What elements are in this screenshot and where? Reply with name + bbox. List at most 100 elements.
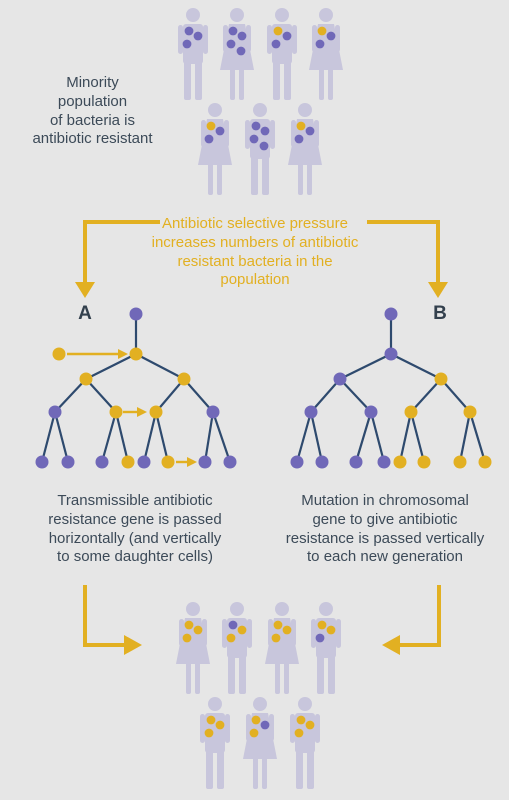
resistant-bacterium: [296, 121, 306, 131]
resistant-bacterium: [296, 715, 306, 725]
leg: [195, 62, 202, 100]
leg: [206, 751, 213, 789]
susceptible-cell: [304, 405, 318, 419]
transfer-arrow-head: [137, 407, 147, 417]
arm: [178, 25, 183, 54]
susceptible-cell: [206, 405, 220, 419]
lineage-branch: [339, 353, 392, 380]
leg: [298, 163, 303, 195]
resistant-cell: [393, 455, 407, 469]
susceptible-bacterium: [184, 26, 194, 36]
susceptible-bacterium: [228, 26, 238, 36]
arm: [179, 619, 184, 646]
arrow-to-population-right-head: [382, 635, 400, 655]
arrow-to-a-head: [75, 282, 95, 298]
leg: [230, 68, 235, 100]
tree-horizontal-transfer: [35, 307, 237, 469]
branch-a-label: A: [78, 303, 92, 324]
susceptible-bacterium: [260, 720, 270, 730]
leg: [239, 656, 246, 694]
leg: [262, 157, 269, 195]
donor-cell: [52, 347, 66, 361]
resistant-population: [176, 602, 341, 789]
lineage-branch: [135, 353, 185, 380]
leg: [217, 751, 224, 789]
susceptible-bacterium: [315, 39, 325, 49]
susceptible-bacterium: [251, 121, 261, 131]
woman-figure: [198, 103, 232, 195]
leg: [184, 62, 191, 100]
susceptible-bacterium: [193, 31, 203, 41]
susceptible-cell: [61, 455, 75, 469]
resistant-bacterium: [184, 620, 194, 630]
arm: [312, 25, 317, 52]
lineage-branch: [310, 378, 341, 413]
lineage-branch: [155, 378, 185, 413]
resistant-cell: [129, 347, 143, 361]
arm: [246, 25, 251, 52]
lineage-branch: [339, 378, 372, 413]
woman-figure: [220, 8, 254, 100]
susceptible-cell: [315, 455, 329, 469]
leg: [284, 62, 291, 100]
man-figure: [267, 8, 297, 100]
leg: [319, 68, 324, 100]
susceptible-bacterium: [182, 39, 192, 49]
lineage-branch: [390, 353, 442, 380]
leg: [273, 62, 280, 100]
susceptible-bacterium: [294, 134, 304, 144]
head: [230, 8, 244, 22]
susceptible-cell: [384, 307, 398, 321]
susceptible-bacterium: [305, 126, 315, 136]
arm: [224, 120, 229, 147]
leg: [208, 163, 213, 195]
arrow-to-b-head: [428, 282, 448, 298]
resistant-cell: [453, 455, 467, 469]
lineage-branch: [409, 411, 426, 463]
head: [208, 697, 222, 711]
head: [253, 103, 267, 117]
susceptible-bacterium: [226, 39, 236, 49]
man-figure: [290, 697, 320, 789]
resistant-cell: [434, 372, 448, 386]
head: [275, 8, 289, 22]
leg: [239, 68, 244, 100]
resistant-bacterium: [206, 121, 216, 131]
head: [275, 602, 289, 616]
susceptible-bacterium: [326, 31, 336, 41]
arm: [201, 120, 206, 147]
flow-arrows: [75, 220, 448, 655]
arm: [223, 25, 228, 52]
susceptible-cell: [129, 307, 143, 321]
transfer-arrow-head: [187, 457, 197, 467]
lineage-branch: [85, 378, 117, 413]
woman-figure: [265, 602, 299, 694]
arm: [335, 25, 340, 52]
selective-pressure-label: Antibiotic selective pressure increases …: [151, 215, 359, 289]
susceptible-cell: [377, 455, 391, 469]
resistant-cell: [177, 372, 191, 386]
lineage-branch: [398, 411, 413, 463]
lineage-branch: [203, 411, 215, 463]
lineage-branch: [183, 378, 214, 413]
leg: [253, 757, 258, 789]
lineage-branch: [440, 378, 471, 413]
resistant-cell: [149, 405, 163, 419]
woman-figure: [243, 697, 277, 789]
leg: [307, 751, 314, 789]
susceptible-cell: [364, 405, 378, 419]
head: [230, 602, 244, 616]
resistant-bacterium: [305, 720, 315, 730]
lineage-branch: [114, 411, 130, 463]
susceptible-cell: [137, 455, 151, 469]
resistant-bacterium: [237, 625, 247, 635]
susceptible-cell: [223, 455, 237, 469]
resistant-cell: [404, 405, 418, 419]
resistant-bacterium: [282, 625, 292, 635]
resistant-bacterium: [182, 633, 192, 643]
lineage-branch: [295, 411, 313, 463]
arm: [222, 619, 227, 648]
initial-population: [178, 8, 343, 195]
resistant-bacterium: [249, 728, 259, 738]
horizontal-transfer-caption: Transmissible antibiotic resistance gene…: [48, 492, 222, 566]
